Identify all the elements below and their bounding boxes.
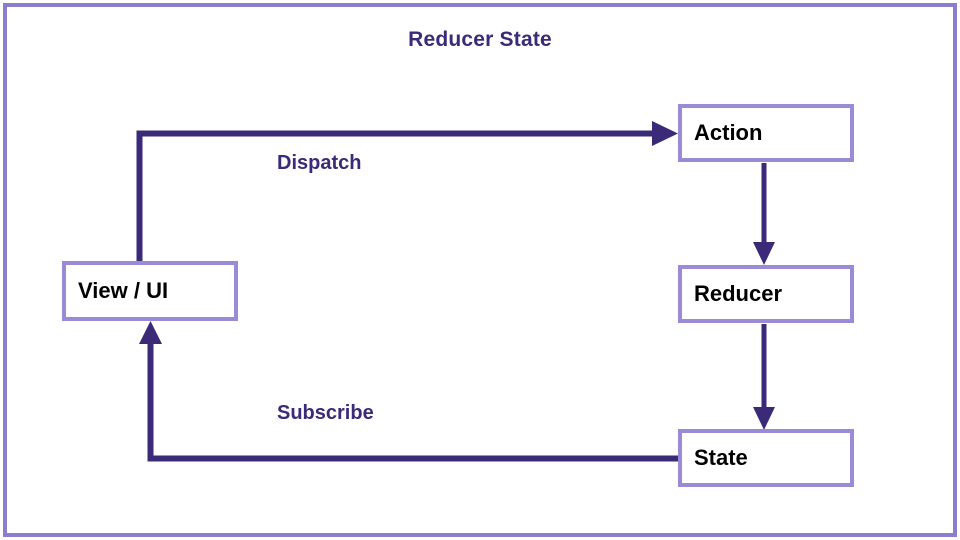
- edge-label-subscribe: Subscribe: [277, 402, 374, 424]
- node-action-label: Action: [694, 120, 763, 145]
- diagram-title: Reducer State: [408, 28, 552, 51]
- node-view-ui[interactable]: View / UI: [62, 261, 238, 321]
- edge-label-dispatch: Dispatch: [277, 152, 362, 174]
- node-state-label: State: [694, 445, 748, 470]
- node-state[interactable]: State: [678, 429, 854, 487]
- node-view-ui-label: View / UI: [78, 278, 169, 303]
- node-reducer-label: Reducer: [694, 281, 783, 306]
- node-reducer[interactable]: Reducer: [678, 265, 854, 323]
- node-action[interactable]: Action: [678, 104, 854, 162]
